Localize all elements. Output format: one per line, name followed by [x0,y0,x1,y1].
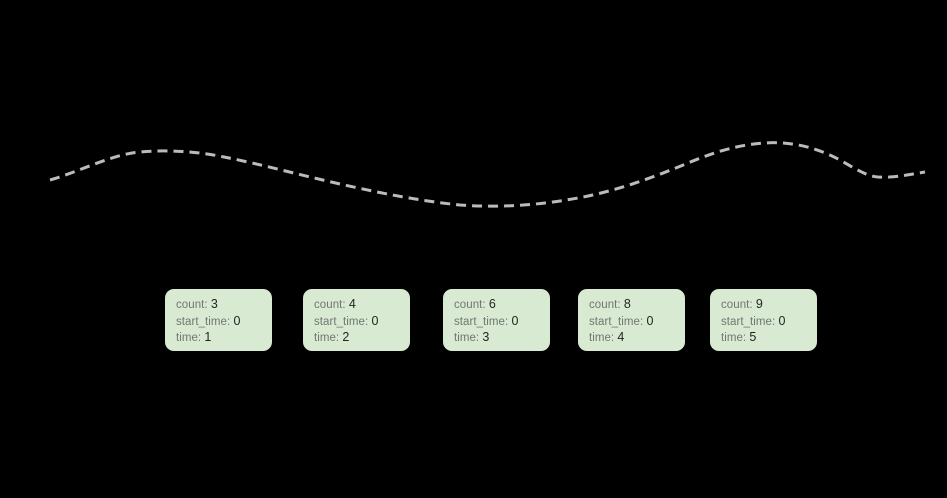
node-field-value: 6 [488,297,496,311]
node-field-value: 0 [233,313,241,328]
node-field-key: time: [454,332,480,344]
node-field-key: time: [589,332,615,344]
node-field-key: count: [176,299,208,311]
node-field-value: 0 [371,313,379,328]
node-field: count: 9 [721,297,806,314]
node-field: start_time: 0 [589,314,674,331]
node-field: time: 5 [721,330,806,347]
node-field-value: 8 [623,297,631,311]
node-field: count: 8 [589,297,674,314]
node-field-value: 3 [210,297,218,311]
node-field: count: 6 [454,297,539,314]
node-field-value: 0 [778,313,786,328]
node-field-key: start_time: [454,315,509,328]
node-field-key: count: [314,299,346,311]
node-field-value: 0 [646,313,654,328]
node-field-value: 0 [511,313,519,328]
node-field-value: 1 [204,330,212,344]
node-field: time: 2 [314,330,399,347]
node-field: count: 4 [314,297,399,314]
node-field-value: 4 [617,330,625,344]
node-field-key: time: [721,332,747,344]
node-field-value: 2 [342,330,350,344]
node-field-key: count: [454,299,486,311]
node-field-key: time: [314,332,340,344]
node-field-key: start_time: [589,315,644,328]
node-field: time: 4 [589,330,674,347]
node-field-value: 3 [482,330,490,344]
node-field-key: start_time: [176,315,231,328]
node-field: time: 3 [454,330,539,347]
node-field: time: 1 [176,330,261,347]
node-field-value: 4 [348,297,356,311]
node-field-value: 9 [755,297,763,311]
node-field-key: count: [721,299,753,311]
node-field: start_time: 0 [314,314,399,331]
node-field-key: time: [176,332,202,344]
node-field-key: start_time: [314,315,369,328]
node-field-key: count: [589,299,621,311]
node-field: start_time: 0 [721,314,806,331]
node-field: start_time: 0 [176,314,261,331]
dashed-trend-curve [49,141,926,208]
node-field-value: 5 [749,330,757,344]
node-field: count: 3 [176,297,261,314]
node-field-key: start_time: [721,315,776,328]
node-field: start_time: 0 [454,314,539,331]
